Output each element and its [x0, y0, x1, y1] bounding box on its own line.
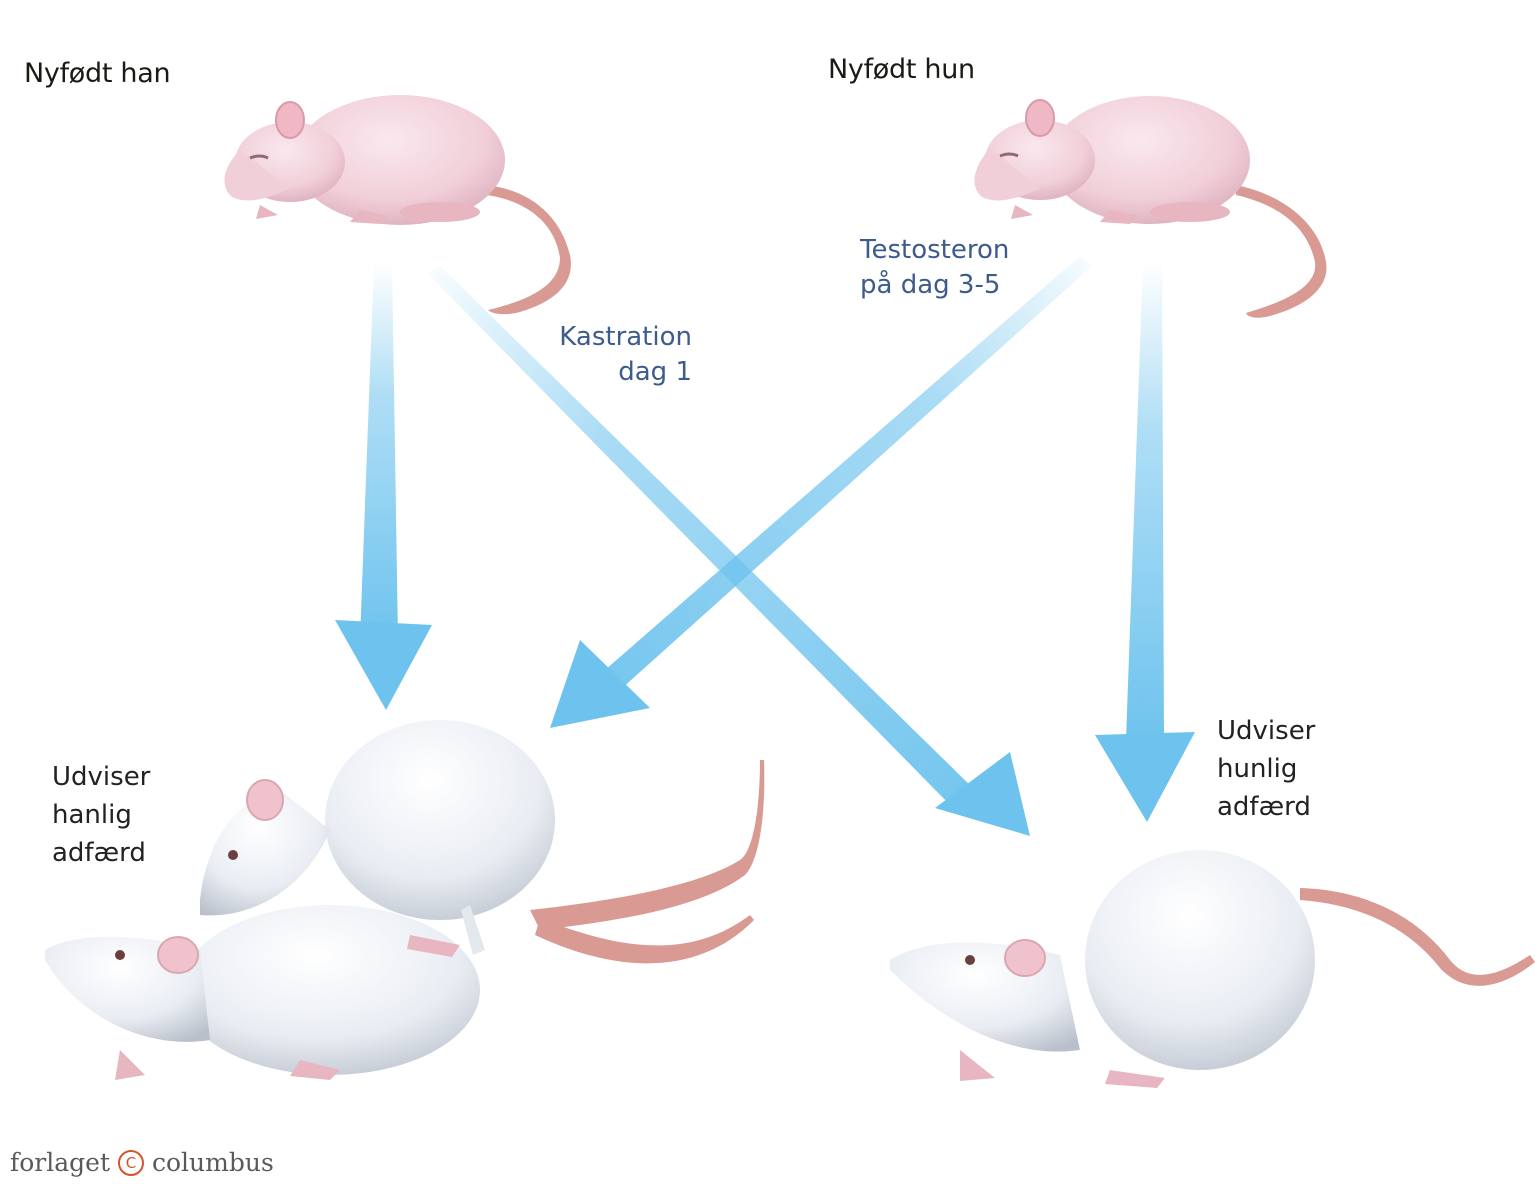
label-female-behavior-line2: hunlig — [1217, 754, 1298, 784]
label-newborn-male: Nyfødt han — [24, 58, 171, 89]
arrow-female-to-female-behavior — [1095, 262, 1195, 822]
arrow-castration-male-to-female-behavior — [428, 266, 1030, 836]
publisher-logo: forlaget C columbus — [10, 1148, 274, 1177]
label-female-behavior-line1: Udviser — [1217, 716, 1316, 746]
label-female-behavior-line3: adfærd — [1217, 792, 1311, 822]
arrow-male-to-male-behavior — [335, 262, 432, 710]
label-testosterone-line2: på dag 3-5 — [860, 270, 1001, 300]
arrow-testosterone-female-to-male-behavior — [550, 256, 1092, 728]
publisher-name-right: columbus — [152, 1148, 274, 1177]
label-castration: Kastration dag 1 — [540, 320, 692, 390]
newborn-female-rat-illustration — [974, 96, 1327, 318]
label-testosterone: Testosteron på dag 3-5 — [860, 233, 1009, 303]
adult-rat-female-behavior-illustration — [890, 850, 1535, 1088]
label-male-behavior-line3: adfærd — [52, 838, 146, 868]
label-male-behavior-line2: hanlig — [52, 800, 132, 830]
label-male-behavior-line1: Udviser — [52, 762, 151, 792]
copyright-icon: C — [118, 1149, 144, 1176]
adult-rats-male-behavior-illustration — [45, 720, 765, 1080]
label-newborn-female: Nyfødt hun — [828, 54, 975, 85]
label-castration-line1: Kastration — [559, 322, 692, 352]
label-female-behavior: Udviser hunlig adfærd — [1217, 712, 1315, 826]
label-male-behavior: Udviser hanlig adfærd — [52, 758, 150, 872]
label-castration-line2: dag 1 — [618, 357, 692, 387]
label-testosterone-line1: Testosteron — [860, 235, 1010, 265]
newborn-male-rat-illustration — [224, 95, 571, 315]
publisher-name-left: forlaget — [10, 1148, 110, 1177]
